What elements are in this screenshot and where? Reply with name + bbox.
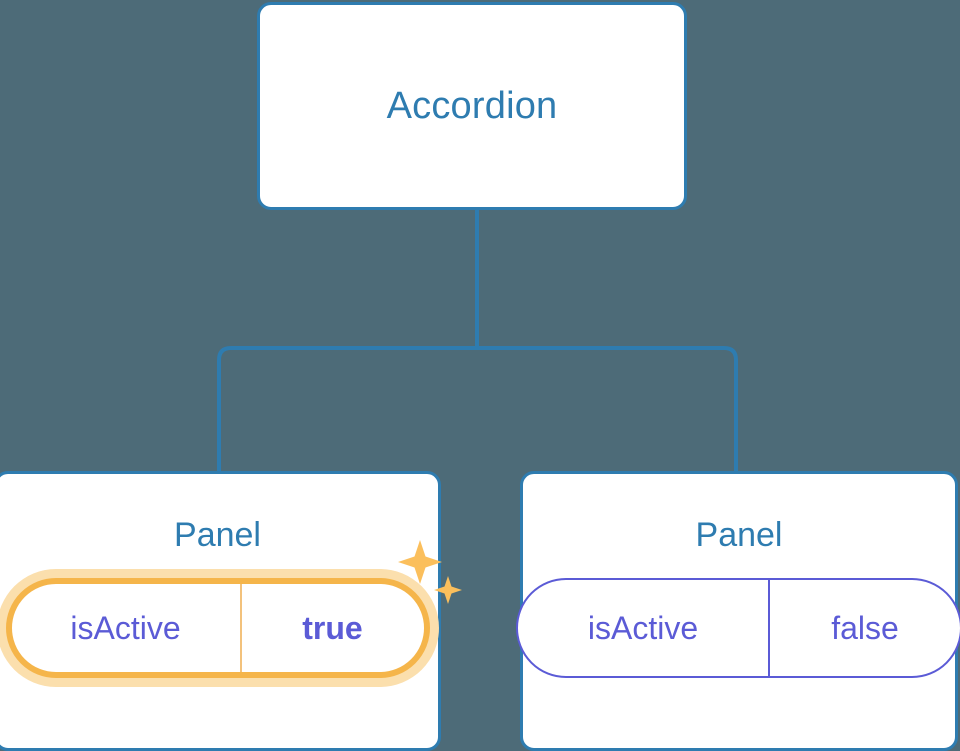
prop-key-label: isActive [518, 580, 770, 676]
node-panel-inactive[interactable]: Panel isActive false [516, 471, 960, 751]
sparkle-icon-small [433, 576, 462, 604]
node-panel-inactive-title: Panel [695, 516, 783, 554]
connector-branch-bus [217, 346, 738, 471]
prop-value-label: false [831, 609, 899, 646]
prop-pill-wrapper-inactive: isActive false [516, 578, 960, 678]
prop-pill-is-active-false[interactable]: isActive false [516, 578, 960, 678]
node-accordion[interactable]: Accordion [257, 2, 687, 210]
sparkle-icon-large [397, 540, 442, 584]
prop-value-label: true [302, 609, 363, 646]
prop-key-label: isActive [12, 584, 242, 672]
prop-pill-wrapper-active: isActive true [5, 540, 462, 678]
node-panel-active-title: Panel [174, 516, 261, 554]
node-accordion-title: Accordion [386, 85, 558, 127]
prop-pill-is-active-true[interactable]: isActive true [5, 578, 430, 678]
node-panel-active[interactable]: Panel isActive true [0, 471, 462, 751]
